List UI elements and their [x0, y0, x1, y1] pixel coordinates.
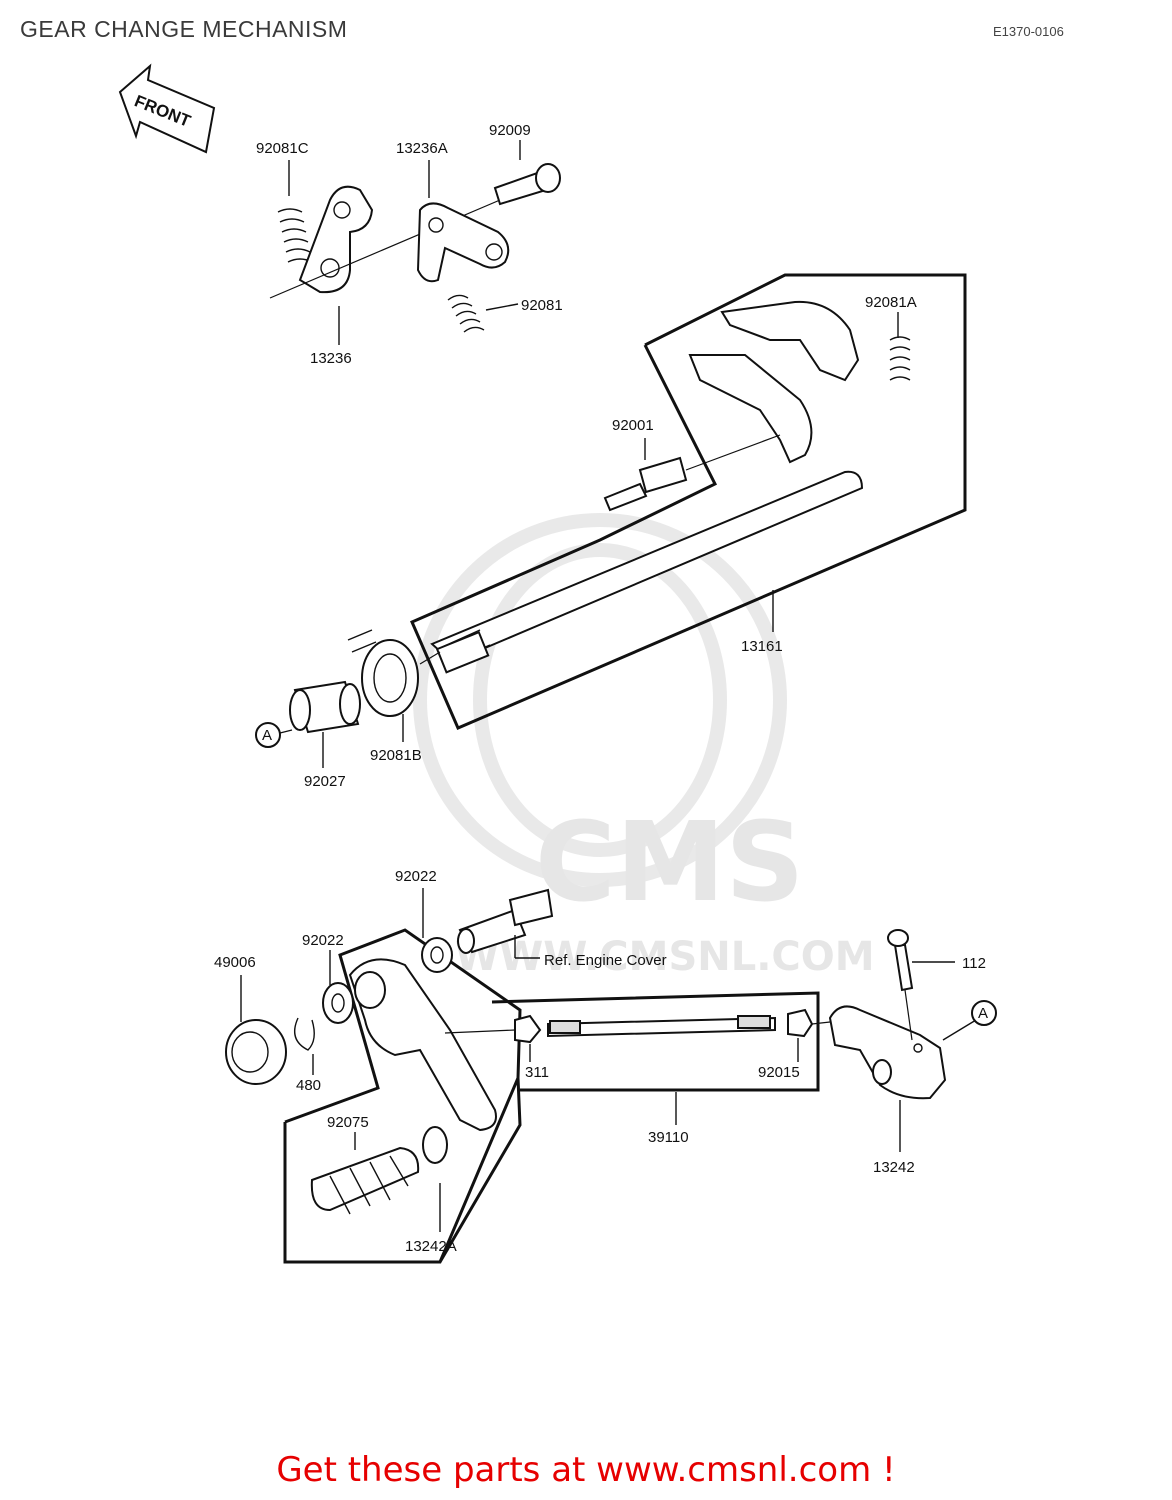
callout-a1-label: A [262, 727, 272, 744]
label-13242a: 13242A [405, 1238, 457, 1255]
promo-link[interactable]: Get these parts at www.cmsnl.com ! [276, 1450, 896, 1490]
bolt-92009-icon [493, 163, 561, 206]
watermark: CMS WWW.CMSNL.COM [413, 513, 875, 980]
label-480: 480 [296, 1077, 321, 1094]
label-311: 311 [525, 1064, 549, 1081]
label-92081b: 92081B [370, 747, 422, 764]
upper-linkage [269, 140, 561, 345]
label-112: 112 [962, 955, 986, 972]
parts-diagram: CMS WWW.CMSNL.COM FRONT [118, 63, 997, 1264]
shift-shaft-assembly [289, 273, 967, 768]
callout-a-bottom: A [971, 1000, 997, 1026]
label-13161: 13161 [741, 638, 783, 655]
label-92001: 92001 [612, 417, 654, 434]
diagram-code: E1370-0106 [993, 24, 1064, 39]
watermark-url: WWW.CMSNL.COM [455, 934, 875, 980]
label-92075: 92075 [327, 1114, 369, 1131]
part-labels: 92081C 13236A 92009 92081 13236 92081A 9… [214, 122, 986, 1255]
label-engine-cover-ref: Ref. Engine Cover [544, 952, 667, 969]
label-92022-upper: 92022 [395, 868, 437, 885]
spring-92081c-icon [277, 208, 313, 263]
pedal-assembly [225, 888, 977, 1264]
callout-a-top: A [255, 722, 293, 748]
label-92015: 92015 [758, 1064, 800, 1081]
label-49006: 49006 [214, 954, 256, 971]
callout-a2-label: A [978, 1005, 988, 1022]
label-92081c: 92081C [256, 140, 309, 157]
label-13242: 13242 [873, 1159, 915, 1176]
front-arrow-icon: FRONT [118, 63, 216, 154]
label-39110: 39110 [648, 1129, 689, 1146]
label-92009: 92009 [489, 122, 531, 139]
label-92081a: 92081A [865, 294, 917, 311]
label-13236a: 13236A [396, 140, 448, 157]
lever-13236-icon [298, 185, 374, 294]
lever-13236a-icon [416, 202, 510, 283]
label-92022-lower: 92022 [302, 932, 344, 949]
label-92081: 92081 [521, 297, 563, 314]
label-13236: 13236 [310, 350, 352, 367]
spring-92081-icon [447, 294, 485, 333]
watermark-brand: CMS [535, 798, 804, 926]
label-92027: 92027 [304, 773, 346, 790]
page-title: GEAR CHANGE MECHANISM [20, 16, 348, 42]
